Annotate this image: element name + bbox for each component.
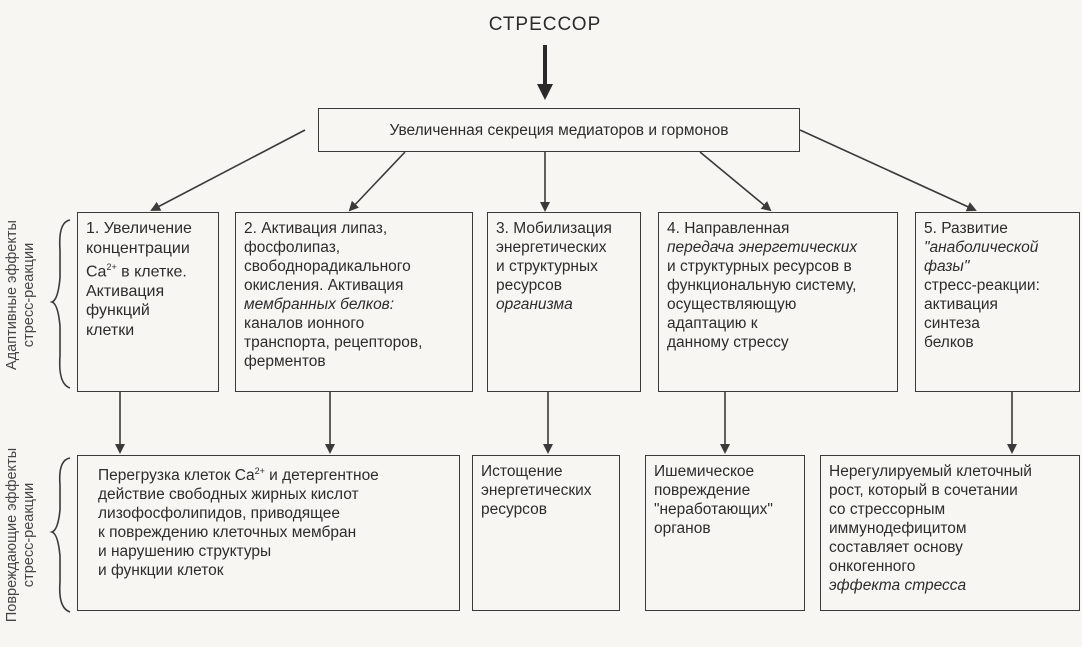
adaptive-box-5: 5. Развитие "анаболической фазы" стресс-… [915,212,1080,392]
damaging-text-1: Перегрузка клеток Ca2+ и детергентное де… [98,466,379,580]
arrow-to-box-1 [150,129,306,211]
label-damaging-effects: Повреждающие эффекты стресс-реакции [4,447,37,623]
adaptive-box-1: 1. Увеличение концентрации Ca2+ в клетке… [77,212,219,392]
arrow-to-box-4 [699,151,772,212]
damaging-box-2: Истощение энергетических ресурсов [472,455,620,611]
adaptive-text-4: 4. Направленная передача энергетических … [667,220,858,351]
arrow-to-box-5 [799,129,977,212]
damaging-text-4: Нерегулируемый клеточный рост, который в… [829,463,1032,594]
damaging-box-4: Нерегулируемый клеточный рост, который в… [820,455,1080,611]
damaging-text-2: Истощение энергетических ресурсов [481,463,592,518]
label-adaptive-effects: Адаптивные эффекты стресс-реакции [4,220,37,370]
adaptive-text-2: 2. Активация липаз, фосфолипаз, свободно… [244,220,423,370]
diagram-title: СТРЕССОР [488,14,602,35]
bracket-damaging [49,457,71,613]
secretion-text: Увеличенная секреция медиаторов и гормон… [389,121,729,139]
adaptive-box-4: 4. Направленная передача энергетических … [658,212,898,392]
adaptive-text-3: 3. Мобилизация энергетических и структур… [496,220,612,313]
adaptive-text-5: 5. Развитие "анаболической фазы" стресс-… [924,220,1040,351]
secretion-box: Увеличенная секреция медиаторов и гормон… [318,108,800,152]
bracket-adaptive [49,219,71,389]
damaging-text-3: Ишемическое повреждение "неработающих" о… [654,463,773,537]
adaptive-box-2: 2. Активация липаз, фосфолипаз, свободно… [235,212,473,392]
adaptive-text-1: 1. Увеличение концентрации Ca2+ в клетке… [86,220,192,339]
arrow-to-box-2 [348,151,406,212]
damaging-box-1: Перегрузка клеток Ca2+ и детергентное де… [77,455,460,611]
adaptive-box-3: 3. Мобилизация энергетических и структур… [487,212,641,392]
damaging-box-3: Ишемическое повреждение "неработающих" о… [645,455,805,611]
